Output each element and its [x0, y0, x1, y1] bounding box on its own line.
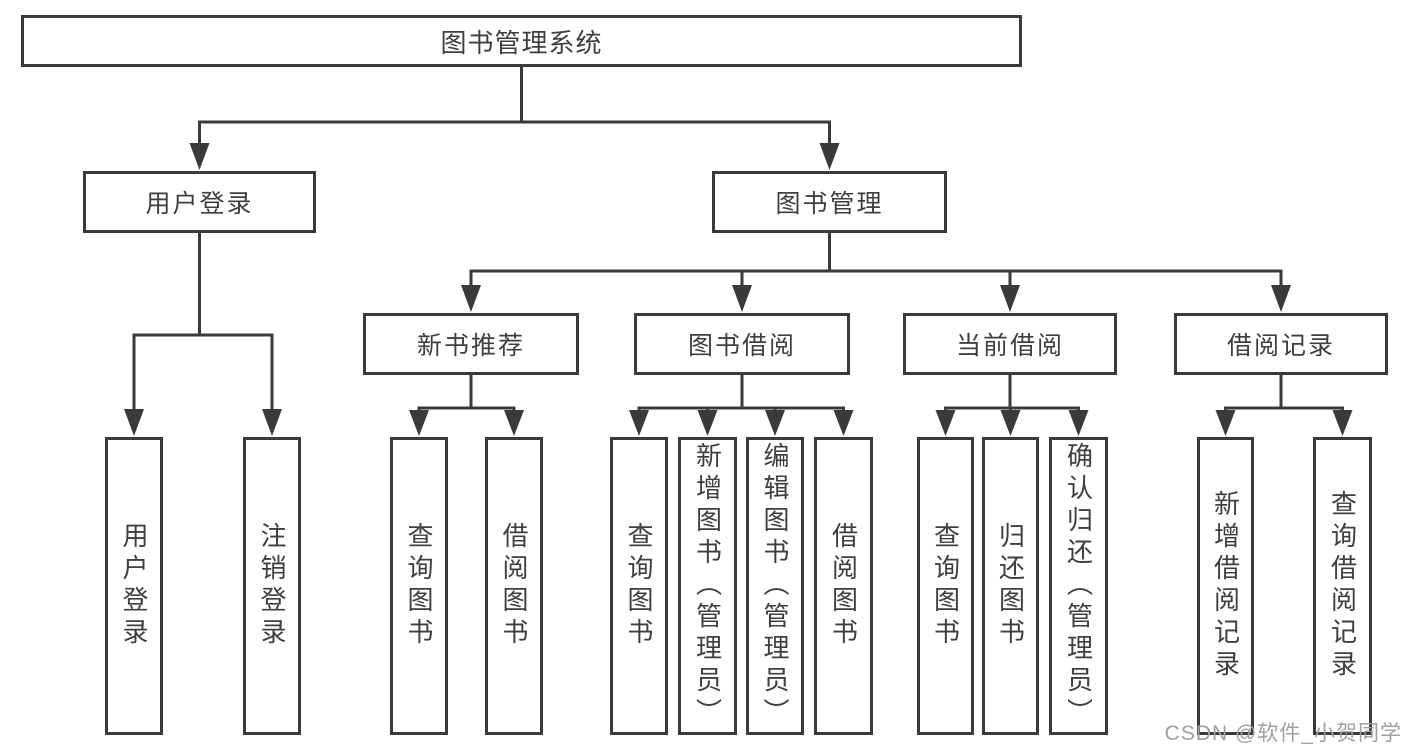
leaf-logout: 注销登录 [243, 437, 301, 735]
node-current-borrow: 当前借阅 [903, 313, 1117, 375]
leaf-query-books-recommend-label: 查询图书 [404, 522, 434, 650]
csdn-watermark: CSDN @软件_小贺同学 [1164, 722, 1402, 745]
leaf-logout-label: 注销登录 [257, 522, 287, 650]
node-new-book-recommend: 新书推荐 [363, 313, 579, 375]
connector-root [189, 67, 840, 170]
leaf-query-borrow-record-label: 查询借阅记录 [1327, 490, 1358, 682]
leaf-user-login: 用户登录 [105, 437, 163, 735]
leaf-query-books-borrow: 查询图书 [610, 437, 668, 735]
leaf-user-login-label: 用户登录 [119, 522, 149, 650]
leaf-borrow-books: 借阅图书 [814, 437, 873, 735]
leaf-add-borrow-record: 新增借阅记录 [1197, 437, 1254, 735]
connector-book-management [461, 233, 1291, 312]
leaf-add-book-admin: 新增图书（管理员） [678, 437, 737, 735]
node-user-login: 用户登录 [83, 171, 316, 233]
leaf-return-books: 归还图书 [982, 437, 1039, 735]
leaf-borrow-books-label: 借阅图书 [828, 522, 859, 650]
leaf-confirm-return-admin: 确认归还（管理员） [1049, 437, 1108, 735]
leaf-return-books-label: 归还图书 [995, 522, 1026, 650]
node-borrow-records: 借阅记录 [1174, 313, 1388, 375]
connector-current-borrow [935, 375, 1089, 436]
leaf-add-book-admin-label: 新增图书（管理员） [692, 442, 723, 730]
leaf-borrow-books-recommend-label: 借阅图书 [499, 522, 529, 650]
connector-user-login [124, 233, 282, 436]
leaf-query-books-recommend: 查询图书 [390, 437, 448, 735]
leaf-query-books-current: 查询图书 [917, 437, 974, 735]
connector-new-book-recommend [409, 375, 524, 436]
node-book-borrow: 图书借阅 [634, 313, 850, 375]
leaf-edit-book-admin: 编辑图书（管理员） [746, 437, 804, 735]
connector-borrow-records [1215, 375, 1353, 436]
leaf-query-books-borrow-label: 查询图书 [624, 522, 654, 650]
leaf-query-books-current-label: 查询图书 [930, 522, 961, 650]
leaf-edit-book-admin-label: 编辑图书（管理员） [760, 442, 790, 730]
leaf-borrow-books-recommend: 借阅图书 [485, 437, 543, 735]
node-book-management: 图书管理 [712, 171, 947, 233]
leaf-confirm-return-admin-label: 确认归还（管理员） [1063, 442, 1094, 730]
leaf-add-borrow-record-label: 新增借阅记录 [1210, 490, 1241, 682]
connector-book-borrow [629, 375, 854, 436]
node-library-management-system: 图书管理系统 [21, 15, 1022, 67]
leaf-query-borrow-record: 查询借阅记录 [1313, 437, 1372, 735]
